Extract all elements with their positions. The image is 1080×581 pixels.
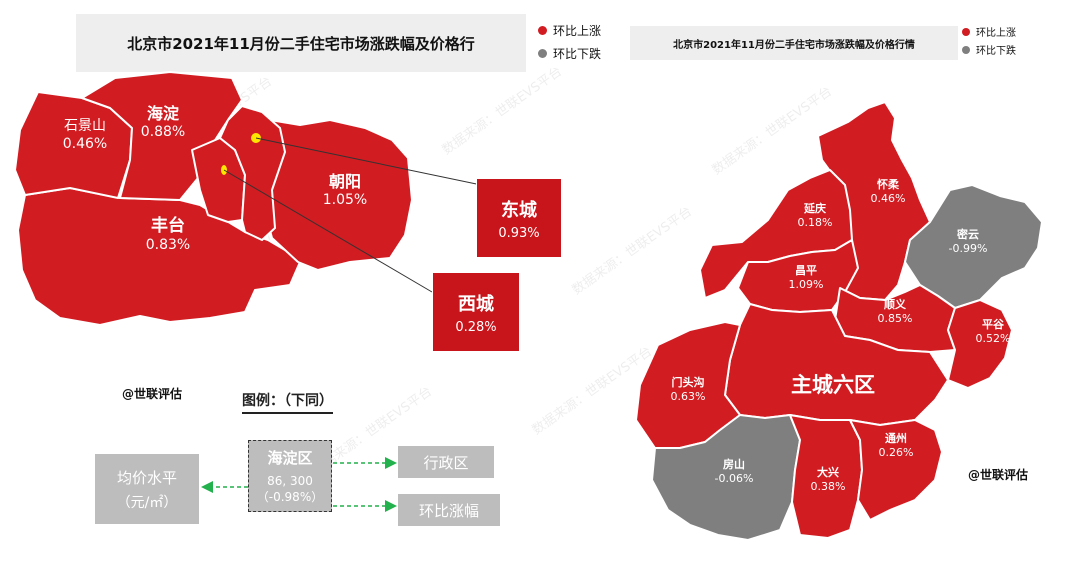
label-main-six: 主城六区: [791, 373, 875, 397]
red-dot-icon: [962, 27, 970, 36]
example-avg-label: 均价水平 （元/㎡）: [95, 454, 199, 524]
example-heading: 图例：（下同）: [242, 390, 333, 414]
callout-xicheng: 西城 0.28%: [432, 272, 520, 352]
left-map-title: 北京市2021年11月份二手住宅市场涨跌幅及价格行: [76, 14, 526, 72]
district-fengtai[interactable]: [17, 187, 301, 326]
example-district-box: 海淀区 86, 300 （-0.98%）: [248, 440, 332, 512]
right-legend: 环比上涨 环比下跌: [962, 24, 1016, 57]
right-map-title: 北京市2021年11月份二手住宅市场涨跌幅及价格行情: [630, 26, 958, 60]
credit-left: @世联评估: [122, 387, 183, 401]
district-miyun[interactable]: [904, 184, 1043, 309]
example-mom-label: 环比涨幅: [398, 494, 500, 526]
district-dongcheng[interactable]: [219, 105, 286, 241]
district-tongzhou[interactable]: [849, 419, 943, 521]
left-legend: 环比上涨 环比下跌: [538, 22, 601, 62]
label-miyun: 密云-0.99%: [948, 228, 988, 255]
label-fangshan: 房山-0.06%: [714, 458, 754, 485]
xicheng-leader-line: [223, 169, 433, 293]
district-pinggu[interactable]: [947, 299, 1013, 389]
dongcheng-leader-line: [255, 137, 487, 187]
callout-dongcheng: 东城 0.93%: [476, 178, 562, 258]
red-dot-icon: [538, 26, 547, 35]
grey-dot-icon: [962, 45, 970, 54]
credit-right: @世联评估: [968, 468, 1029, 482]
example-admin-label: 行政区: [398, 446, 494, 478]
grey-dot-icon: [538, 49, 547, 58]
